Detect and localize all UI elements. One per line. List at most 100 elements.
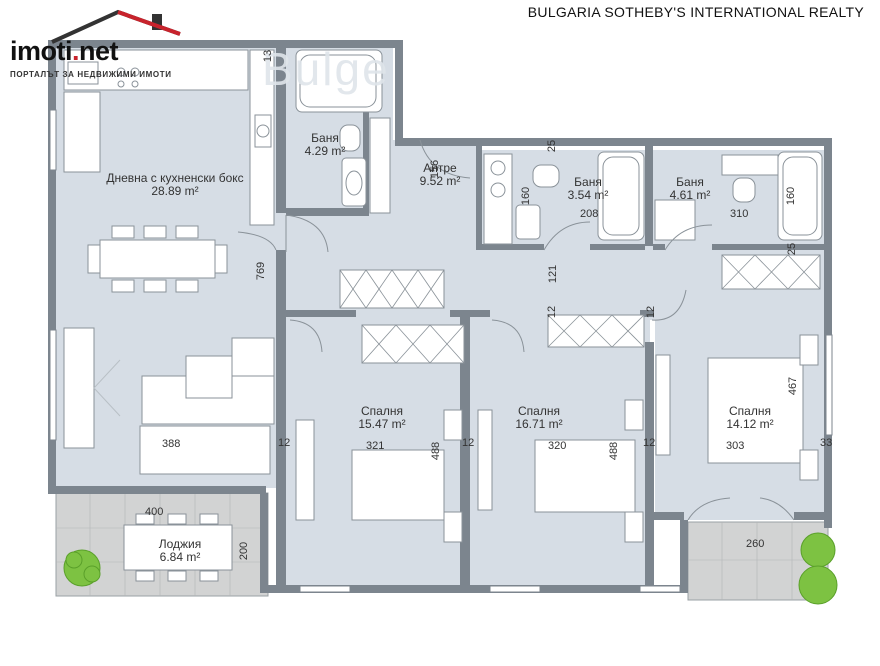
dining-table-top: [99, 239, 216, 279]
dim-12c: 12: [462, 437, 475, 449]
dim-12d: 12: [643, 437, 656, 449]
room-bath1-area: 4.29 m²: [304, 144, 346, 158]
loggia-table: [123, 524, 233, 571]
dim-12e: 12: [645, 305, 658, 319]
bath2-fixtures: [483, 151, 645, 245]
toilet-3: [732, 177, 756, 203]
wardrobe-hall: [339, 269, 445, 309]
tv-unit: [63, 327, 95, 449]
bed-3: [707, 357, 804, 464]
room-bath1: Баня 4.29 m²: [305, 132, 346, 158]
house-roof-icon: [51, 9, 181, 44]
shower-1: [369, 117, 391, 214]
dim-121: 121: [547, 264, 560, 284]
desk-bed1: [295, 419, 315, 521]
bath1-fixtures: [295, 49, 391, 214]
door-bath1: [285, 214, 329, 253]
dim-12b: 12: [278, 437, 291, 449]
door-balcony: [687, 497, 731, 521]
room-bed1-area: 15.47 m²: [358, 417, 406, 431]
dim-13: 13: [262, 49, 275, 63]
beds: [295, 334, 819, 543]
window-living-2: [49, 329, 57, 441]
living-furniture: [63, 327, 275, 475]
window-bed3: [825, 334, 833, 436]
dim-25a: 25: [546, 139, 559, 153]
dim-388: 388: [162, 438, 181, 450]
wall-bed1-north-a: [286, 310, 356, 317]
desk-bed3: [655, 354, 671, 456]
wall-bath1-east: [363, 100, 369, 216]
window-bed1: [299, 585, 351, 593]
wall-bed3-south-a: [654, 512, 684, 520]
sink-2: [515, 204, 541, 240]
dim-160a: 160: [520, 186, 533, 206]
room-bath2-name: Баня: [574, 175, 602, 189]
brand-title: BULGARIA SOTHEBY'S INTERNATIONAL REALTY: [527, 4, 864, 20]
plants: [63, 532, 838, 605]
dim-200: 200: [238, 541, 251, 561]
coffee-table: [139, 425, 271, 475]
room-loggia-area: 6.84 m²: [159, 550, 201, 564]
wardrobe-cross-marks: [339, 254, 821, 364]
wall-north-left: [48, 40, 403, 48]
wall-bath3-south-b: [712, 244, 824, 250]
counter-3: [721, 154, 779, 176]
wall-west: [48, 40, 56, 490]
wall-living-south: [48, 486, 266, 494]
dim-260: 260: [746, 538, 765, 550]
wall-living-bath: [276, 48, 286, 213]
dim-488b: 488: [608, 441, 621, 461]
room-living-name: Дневна с кухненски бокс: [106, 171, 244, 185]
doors: [237, 139, 795, 521]
wall-bath3-south: [653, 244, 665, 250]
wall-living-bedroom: [276, 250, 286, 590]
dim-467: 467: [787, 376, 800, 396]
room-bed1: Спалня 15.47 m²: [358, 405, 405, 431]
wall-bed3-south-b: [794, 512, 826, 520]
wall-bath1-south: [286, 208, 366, 216]
stove-burner: [116, 67, 126, 77]
room-bath1-name: Баня: [311, 131, 339, 145]
window-living-1: [49, 109, 57, 171]
door-bed3: [651, 289, 687, 321]
wall-bath2-bath3: [645, 146, 653, 246]
room-bed3-name: Спалня: [729, 404, 771, 418]
logo-wordmark: imoti.net: [10, 36, 119, 66]
dim-488a: 488: [430, 441, 443, 461]
dim-160b: 160: [785, 186, 798, 206]
bath3-fixtures: [654, 151, 823, 241]
armchair: [185, 355, 233, 399]
dim-321: 321: [366, 440, 385, 452]
wall-east: [824, 138, 832, 528]
dim-310: 310: [730, 208, 749, 220]
dim-33: 33: [820, 437, 833, 449]
room-bed2: Спалня 16.71 m²: [515, 405, 562, 431]
wall-bath2-south-b: [590, 244, 645, 250]
room-loggia-name: Лоджия: [158, 537, 202, 551]
room-hall-area: 9.52 m²: [419, 174, 461, 188]
room-hall-name: Антре: [423, 161, 457, 175]
walls: [48, 40, 832, 593]
door-bed1: [289, 319, 323, 353]
dim-400: 400: [145, 506, 164, 518]
windows: [49, 109, 833, 593]
toilet-1: [339, 124, 361, 152]
wall-loggia-east: [260, 493, 268, 593]
room-hall: Антре 9.52 m²: [420, 162, 461, 188]
imoti-logo: [8, 8, 181, 86]
dim-320: 320: [548, 440, 567, 452]
dim-303: 303: [726, 440, 745, 452]
wall-north-right: [395, 138, 830, 146]
dim-12a: 12: [546, 305, 559, 319]
washer-stack: [483, 153, 513, 245]
kitchen: [63, 49, 275, 226]
watermark: Bulge: [262, 43, 390, 95]
dim-208: 208: [580, 208, 599, 220]
room-loggia: Лоджия 6.84 m²: [159, 538, 202, 564]
loggia-furniture: [123, 513, 233, 582]
room-bath2-area: 3.54 m²: [567, 188, 609, 202]
bed-1: [351, 449, 445, 521]
wall-bath2-west: [476, 146, 482, 250]
